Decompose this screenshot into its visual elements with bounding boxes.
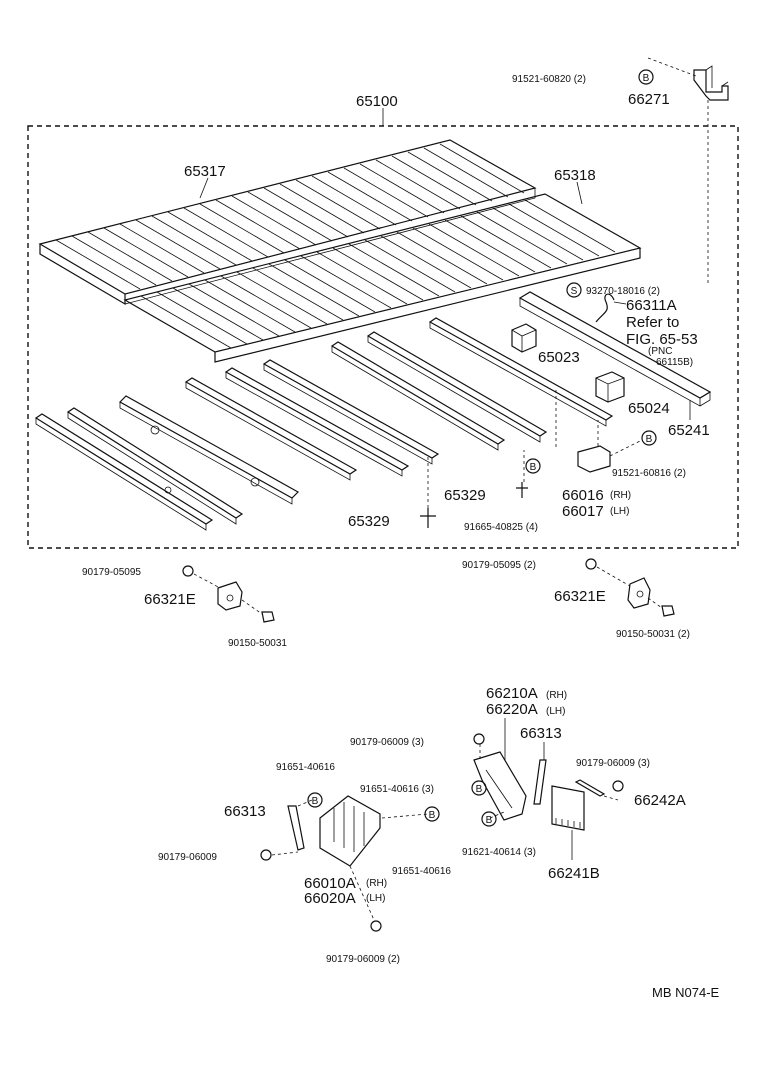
label-lh-66020A: (LH) xyxy=(366,893,385,904)
label-90179-05095-left: 90179-05095 xyxy=(82,567,141,578)
mudflap-66241B xyxy=(551,785,585,860)
label-66210A: 66210A xyxy=(486,685,538,702)
label-66020A: 66020A xyxy=(304,890,356,907)
svg-text:B: B xyxy=(476,784,483,795)
marker-b-2: B xyxy=(641,430,657,446)
label-90179-06009-b: 90179-06009 (3) xyxy=(576,758,650,769)
label-66271: 66271 xyxy=(628,91,670,108)
label-66017: 66017 xyxy=(562,503,604,520)
clamp-65024 xyxy=(595,371,625,403)
label-65318: 65318 xyxy=(554,167,596,184)
label-91521-60816: 91521-60816 (2) xyxy=(612,468,686,479)
spring-66311A xyxy=(595,293,627,323)
clamp-65023 xyxy=(511,323,537,353)
label-rh-66010A: (RH) xyxy=(366,878,387,889)
label-66016: 66016 xyxy=(562,487,604,504)
label-90179-06009-c: 90179-06009 xyxy=(158,852,217,863)
label-65100: 65100 xyxy=(356,93,398,110)
figure-reference-code: MB N074-E xyxy=(652,985,720,1000)
svg-text:B: B xyxy=(486,815,493,826)
label-66241B: 66241B xyxy=(548,865,600,882)
label-90179-06009-a: 90179-06009 (3) xyxy=(350,737,424,748)
label-fig-65-53: FIG. 65-53 xyxy=(626,331,698,348)
marker-b-7: B xyxy=(481,811,497,827)
label-65317: 65317 xyxy=(184,163,226,180)
stay-66313-left xyxy=(260,799,313,861)
label-91521-60820: 91521-60820 (2) xyxy=(512,74,586,85)
label-65023: 65023 xyxy=(538,349,580,366)
mudguard-66010A xyxy=(319,795,429,932)
svg-text:B: B xyxy=(530,462,537,473)
label-66311A: 66311A xyxy=(626,297,677,314)
label-93270-18016: 93270-18016 (2) xyxy=(586,286,660,297)
label-66321E-left: 66321E xyxy=(144,591,196,608)
bolt-65329-a xyxy=(516,450,528,498)
strip-66242A xyxy=(574,779,624,801)
label-90179-05095-right: 90179-05095 (2) xyxy=(462,560,536,571)
mudguard-66210A xyxy=(473,718,527,821)
svg-text:S: S xyxy=(571,286,578,297)
label-91651-40616-b: 91651-40616 (3) xyxy=(360,784,434,795)
deck-panel-65318 xyxy=(123,181,642,363)
label-66010A: 66010A xyxy=(304,875,356,892)
deck-panel-65317 xyxy=(38,139,537,306)
hinge-66321E-left xyxy=(182,565,275,623)
label-66313-right: 66313 xyxy=(520,725,562,742)
label-66115B: 66115B) xyxy=(656,357,693,368)
label-pnc: (PNC xyxy=(648,346,672,357)
marker-b-5: B xyxy=(471,780,487,796)
label-90179-06009-d: 90179-06009 (2) xyxy=(326,954,400,965)
marker-s-1: S xyxy=(566,282,582,298)
label-66321E-right: 66321E xyxy=(554,588,606,605)
label-90150-50031-right: 90150-50031 (2) xyxy=(616,629,690,640)
label-66220A: 66220A xyxy=(486,701,538,718)
label-lh-66220A: (LH) xyxy=(546,706,565,717)
label-91651-40616-a: 91651-40616 xyxy=(276,762,335,773)
marker-b-6: B xyxy=(424,806,440,822)
label-66313-left: 66313 xyxy=(224,803,266,820)
marker-b-1: B xyxy=(638,69,654,85)
stay-66313-right xyxy=(533,742,547,805)
label-65329-a: 65329 xyxy=(444,487,486,504)
label-lh-66017: (LH) xyxy=(610,506,629,517)
side-rail-65241 xyxy=(518,291,712,420)
label-65024: 65024 xyxy=(628,400,670,417)
label-91651-40616-c: 91651-40616 xyxy=(392,866,451,877)
marker-b-4: B xyxy=(307,792,323,808)
svg-text:B: B xyxy=(643,73,650,84)
svg-text:B: B xyxy=(312,796,319,807)
svg-text:B: B xyxy=(429,810,436,821)
label-rh-66210A: (RH) xyxy=(546,690,567,701)
label-91621-40614: 91621-40614 (3) xyxy=(462,847,536,858)
cross-members xyxy=(34,317,614,531)
label-65241: 65241 xyxy=(668,422,710,439)
label-91665-40825: 91665-40825 (4) xyxy=(464,522,538,533)
bolt-65329-b xyxy=(420,456,436,528)
bracket-66271 xyxy=(647,57,729,285)
hinge-66321E-right xyxy=(585,558,675,617)
label-90150-50031-left: 90150-50031 xyxy=(228,638,287,649)
label-rh-66016: (RH) xyxy=(610,490,631,501)
label-66242A: 66242A xyxy=(634,792,686,809)
label-refer-to: Refer to xyxy=(626,314,679,331)
marker-b-3: B xyxy=(525,458,541,474)
svg-text:B: B xyxy=(646,434,653,445)
bracket-66016 xyxy=(577,420,643,473)
label-65329-b: 65329 xyxy=(348,513,390,530)
